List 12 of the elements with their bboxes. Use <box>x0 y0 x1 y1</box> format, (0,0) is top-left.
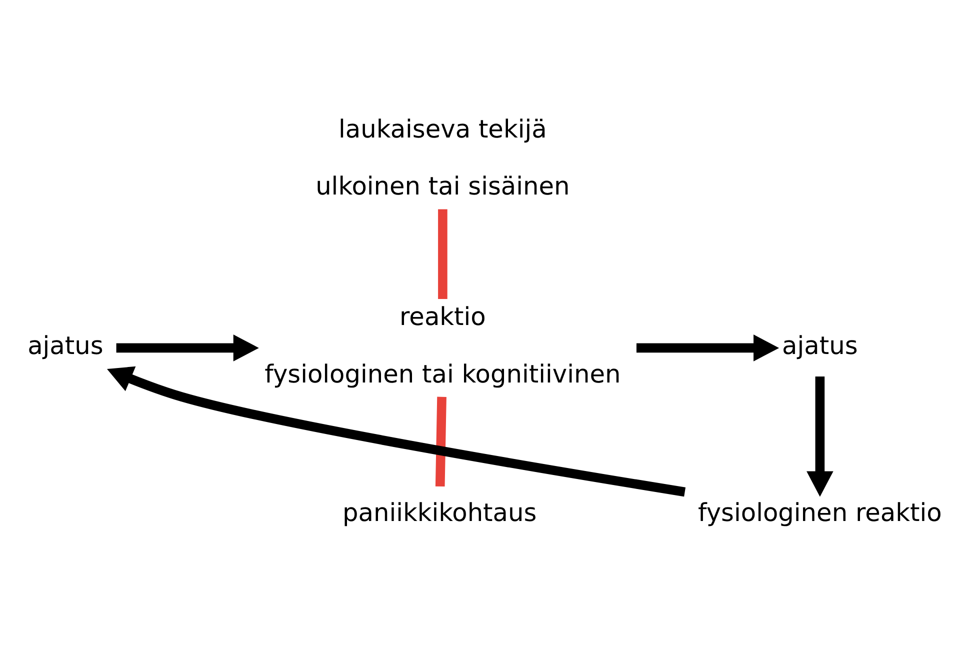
node-text: fysiologinen reaktio <box>698 497 942 526</box>
arrow <box>116 334 259 361</box>
arrow <box>106 366 686 496</box>
arrow <box>806 376 834 496</box>
connector <box>435 396 446 486</box>
node-text: laukaiseva tekijä ulkoinen tai sisäinen <box>316 114 570 200</box>
connector <box>438 208 448 298</box>
node-text: ajatus <box>28 330 104 360</box>
arrow <box>636 334 780 361</box>
node-text: ajatus <box>782 330 858 360</box>
node-text: reaktio fysiologinen tai kognitiivinen <box>264 302 621 388</box>
node-text: paniikkikohtaus <box>342 497 537 526</box>
